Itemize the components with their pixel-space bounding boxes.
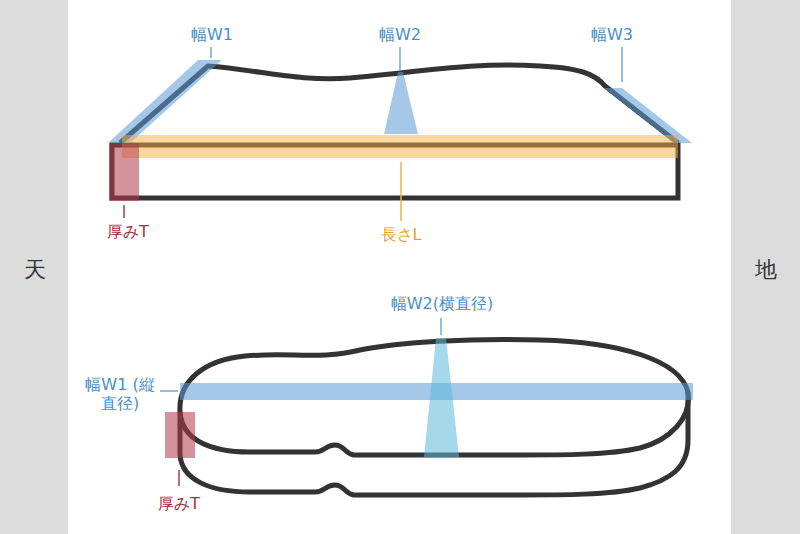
dimension-label: 厚みT [158,494,200,513]
dimension-label: 幅W1 [191,25,233,44]
dimension-label: 幅W3 [591,25,633,44]
dimension-label: 幅W1 (縦直径) [84,375,156,413]
dimension-label: 厚みT [107,222,149,241]
side-view [108,47,692,221]
side-panel [0,0,68,534]
top-view [160,318,693,495]
orientation-label: 地 [755,257,777,283]
dimension-label: 幅W2 [379,25,421,44]
dimension-label: 幅W2(横直径) [391,294,493,313]
side-panel [731,0,800,534]
orientation-label: 天 [24,257,46,283]
dimension-label: 長さL [381,225,422,244]
